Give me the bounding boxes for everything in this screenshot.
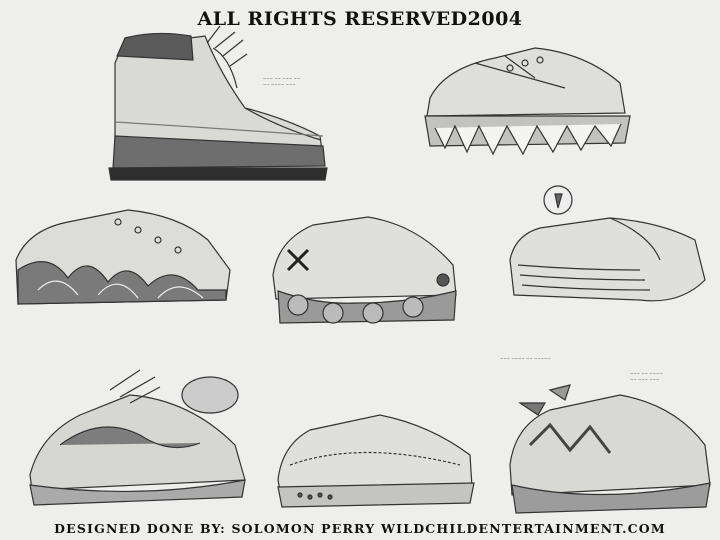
- svg-text:~~~ ~~ ~~~ ~~: ~~~ ~~ ~~~ ~~: [263, 76, 300, 81]
- svg-text:~~ ~~~ ~~~: ~~ ~~~ ~~~: [630, 377, 659, 382]
- svg-text:~~~ ~~ ~~~~: ~~~ ~~ ~~~~: [630, 371, 663, 376]
- graffiti-sneaker-sketch: ~~~ ~~ ~~~~ ~~ ~~~ ~~~ ~~~ ~~~~ ~~ ~~~~~: [500, 356, 711, 514]
- stitched-low-sneaker-sketch: [277, 414, 475, 508]
- ribbed-slip-on-shoe-sketch: [509, 185, 706, 302]
- page-title: ALL RIGHTS RESERVED2004: [197, 8, 523, 30]
- svg-text:~~~ ~~~~ ~~ ~~~~~: ~~~ ~~~~ ~~ ~~~~~: [500, 356, 551, 361]
- designer-credit: DESIGNED DONE BY: SOLOMON PERRY WILDCHIL…: [54, 521, 666, 536]
- spiked-sole-sneaker-sketch: [424, 47, 631, 156]
- hiking-boot-sketch: ~~~ ~~ ~~~ ~~ ~~ ~~~~ ~~~: [108, 25, 328, 181]
- svg-text:~~ ~~~~ ~~~: ~~ ~~~~ ~~~: [263, 82, 296, 87]
- x-logo-sneaker-sketch: [272, 216, 457, 324]
- flame-sneaker-sketch: [15, 209, 231, 305]
- mesh-running-shoe-sketch: [29, 369, 246, 506]
